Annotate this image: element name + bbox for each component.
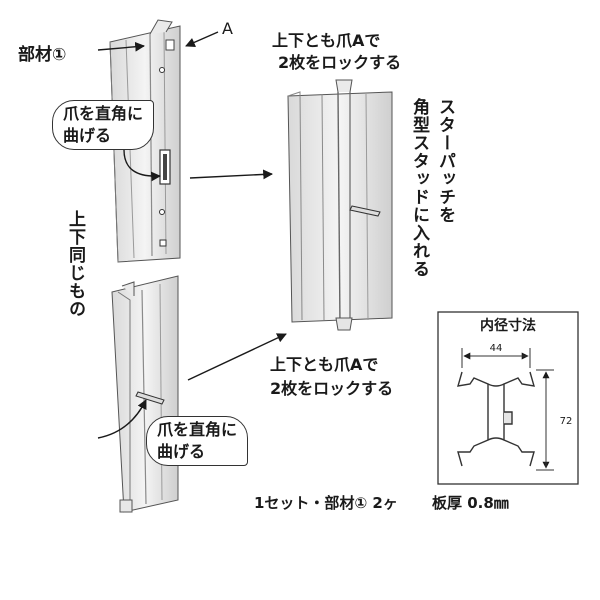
part-assembled (287, 79, 393, 331)
bottom-note-line1: 上下とも爪Aで (270, 355, 378, 374)
inset-box: 内径寸法 44 72 (437, 311, 579, 485)
arrow-bend-bottom (97, 399, 147, 439)
cross-section-profile (457, 371, 535, 467)
vertical-note-col1: スターパッチを (435, 98, 455, 224)
arrow-bend-top (123, 149, 161, 182)
dim-width-label: 44 (490, 343, 503, 354)
dim-height (536, 369, 554, 471)
callout-bend-bottom: 爪を直角に 曲げる (146, 416, 249, 466)
arrow-top-to-assembled (189, 169, 273, 180)
label-claw-a: A (222, 19, 233, 38)
label-part1: 部材① (18, 44, 66, 65)
callout-bend-top-line1: 爪を直角に (63, 104, 144, 123)
callout-bend-bottom-line2: 曲げる (157, 442, 206, 461)
part-bottom-left (111, 275, 179, 513)
bottom-note-line2: 2枚をロックする (270, 379, 393, 398)
arrow-claw-a (185, 31, 219, 47)
arrow-part1 (97, 41, 145, 52)
arrow-bottom-to-assembled (187, 333, 287, 381)
dim-height-label: 72 (560, 416, 573, 427)
callout-bend-top: 爪を直角に 曲げる (52, 100, 155, 150)
callout-bend-top-line2: 曲げる (63, 126, 112, 145)
dim-width (461, 348, 531, 368)
top-note-line2: 2枚をロックする (278, 53, 401, 72)
vertical-note-left: 上下同じもの (65, 210, 85, 318)
footer-set-text: 1セット・部材① 2ヶ (254, 494, 398, 512)
footer-thickness-text: 板厚 0.8㎜ (432, 494, 509, 512)
top-note-line1: 上下とも爪Aで (272, 31, 380, 50)
vertical-note-col2: 角型スタッドに入れる (409, 98, 429, 278)
arrows (97, 31, 287, 439)
callout-bend-bottom-line1: 爪を直角に (157, 420, 238, 439)
inset-title: 内径寸法 (480, 317, 536, 334)
